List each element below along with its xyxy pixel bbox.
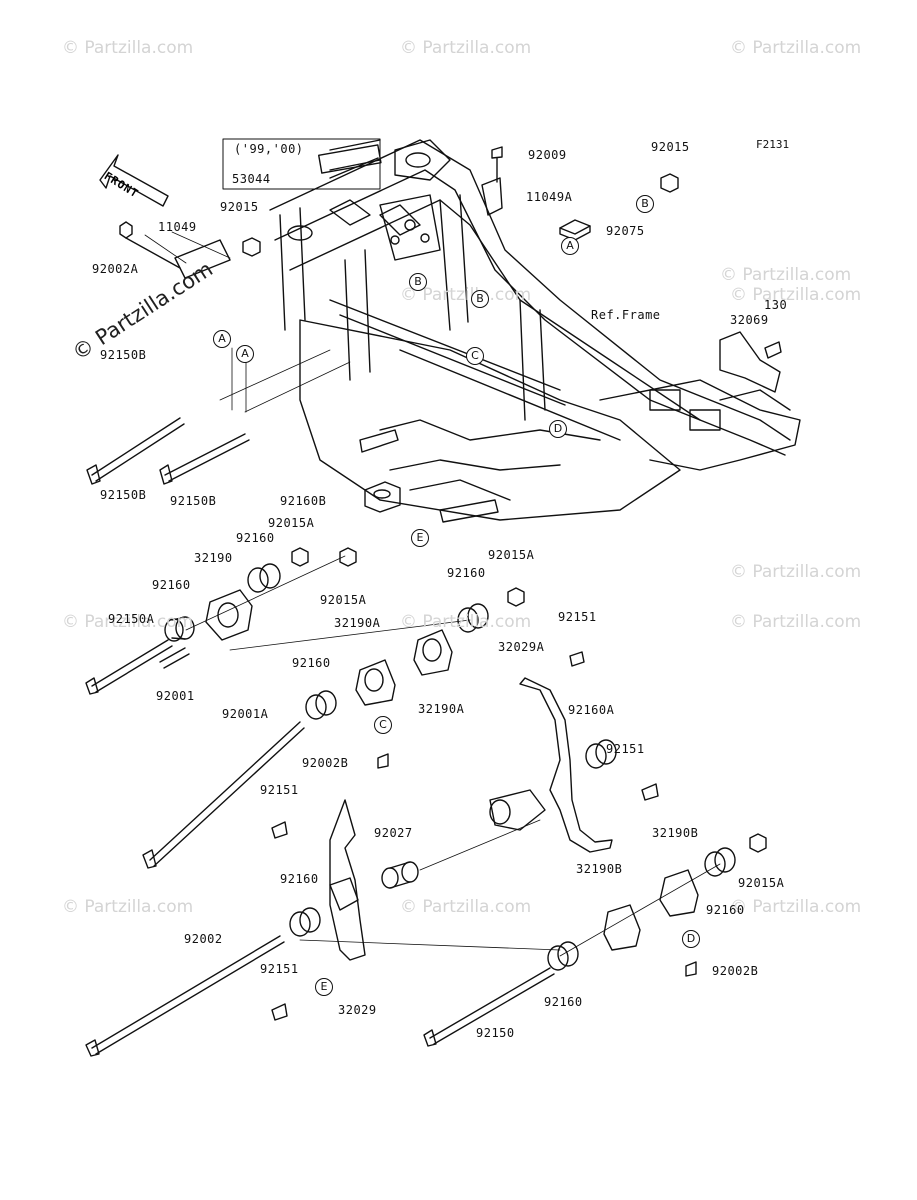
part-label-92150A[interactable]: 92150A [108,612,155,626]
part-label-92001A[interactable]: 92001A [222,707,269,721]
nut-92015-left-shape [242,237,261,257]
part-label-92075[interactable]: 92075 [606,224,645,238]
frame-reference-label: Ref.Frame [591,308,661,322]
ref-marker-c: C [466,347,484,365]
watermark: © Partzilla.com [400,285,532,305]
part-label-53044[interactable]: 53044 [232,172,271,186]
part-label-92160A[interactable]: 92160A [568,703,615,717]
part-label-92002B[interactable]: 92002B [712,964,759,978]
part-label-92160[interactable]: 92160 [236,531,275,545]
part-label-92015[interactable]: 92015 [651,140,690,154]
part-label-11049[interactable]: 11049 [158,220,197,234]
part-label-32069[interactable]: 32069 [730,313,769,327]
part-label-92015A[interactable]: 92015A [738,876,785,890]
watermark: © Partzilla.com [400,38,532,58]
part-label-92150[interactable]: 92150 [476,1026,515,1040]
part-label-92002A[interactable]: 92002A [92,262,139,276]
part-label-92160[interactable]: 92160 [280,872,319,886]
part-label-92150B[interactable]: 92150B [100,348,147,362]
ref-marker-e: E [411,529,429,547]
part-label-92002[interactable]: 92002 [184,932,223,946]
part-label-92160[interactable]: 92160 [706,903,745,917]
part-label-130[interactable]: 130 [764,298,788,312]
watermark: © Partzilla.com [730,562,862,582]
part-label-32190A[interactable]: 32190A [334,616,381,630]
part-label-92150B[interactable]: 92150B [170,494,217,508]
frame-drawing [269,139,801,523]
bushing-92160-left [164,616,195,642]
front-arrow-drawing [99,154,169,207]
watermark: © Partzilla.com [720,265,852,285]
watermark: © Partzilla.com [62,612,194,632]
ref-marker-e: E [315,978,333,996]
figure-code: F2131 [756,138,790,151]
part-label-92151[interactable]: 92151 [606,742,645,756]
ref-marker-a: A [213,330,231,348]
ref-marker-d: D [549,420,567,438]
part-label-92027[interactable]: 92027 [374,826,413,840]
year-note: ('99,'00) [234,142,304,156]
part-label-92001[interactable]: 92001 [156,689,195,703]
part-label-32029[interactable]: 32029 [338,1003,377,1017]
part-label-32190B[interactable]: 32190B [576,862,623,876]
part-label-92002B[interactable]: 92002B [302,756,349,770]
part-label-11049A[interactable]: 11049A [526,190,573,204]
part-label-32190A[interactable]: 32190A [418,702,465,716]
watermark: © Partzilla.com [730,38,862,58]
watermark: © Partzilla.com [62,897,194,917]
ref-marker-a: A [236,345,254,363]
watermark: © Partzilla.com [730,897,862,917]
ref-marker-c: C [374,716,392,734]
part-label-92015[interactable]: 92015 [220,200,259,214]
watermark: © Partzilla.com [400,897,532,917]
part-label-92160B[interactable]: 92160B [280,494,327,508]
part-label-92151[interactable]: 92151 [260,783,299,797]
part-label-32029A[interactable]: 32029A [498,640,545,654]
part-label-92015A[interactable]: 92015A [268,516,315,530]
part-label-92150B[interactable]: 92150B [100,488,147,502]
part-label-32190B[interactable]: 32190B [652,826,699,840]
bolts-92150B-shape [86,417,250,485]
watermark: © Partzilla.com [730,285,862,305]
part-label-92160[interactable]: 92160 [447,566,486,580]
bracket-11049-shape [174,239,231,279]
part-label-92009[interactable]: 92009 [528,148,567,162]
part-label-92151[interactable]: 92151 [558,610,597,624]
watermark: © Partzilla.com [400,612,532,632]
ref-marker-a: A [561,237,579,255]
ref-marker-d: D [682,930,700,948]
watermark: © Partzilla.com [62,38,194,58]
part-label-92015A[interactable]: 92015A [320,593,367,607]
year-box [222,138,381,190]
part-label-92151[interactable]: 92151 [260,962,299,976]
bracket-32190 [205,589,253,641]
part-label-92160[interactable]: 92160 [544,995,583,1009]
part-label-92160[interactable]: 92160 [152,578,191,592]
part-label-32190[interactable]: 32190 [194,551,233,565]
part-label-92015A[interactable]: 92015A [488,548,535,562]
ref-marker-b: B [636,195,654,213]
ref-marker-b: B [409,273,427,291]
ref-marker-b: B [471,290,489,308]
part-label-92160[interactable]: 92160 [292,656,331,670]
watermark: © Partzilla.com [730,612,862,632]
